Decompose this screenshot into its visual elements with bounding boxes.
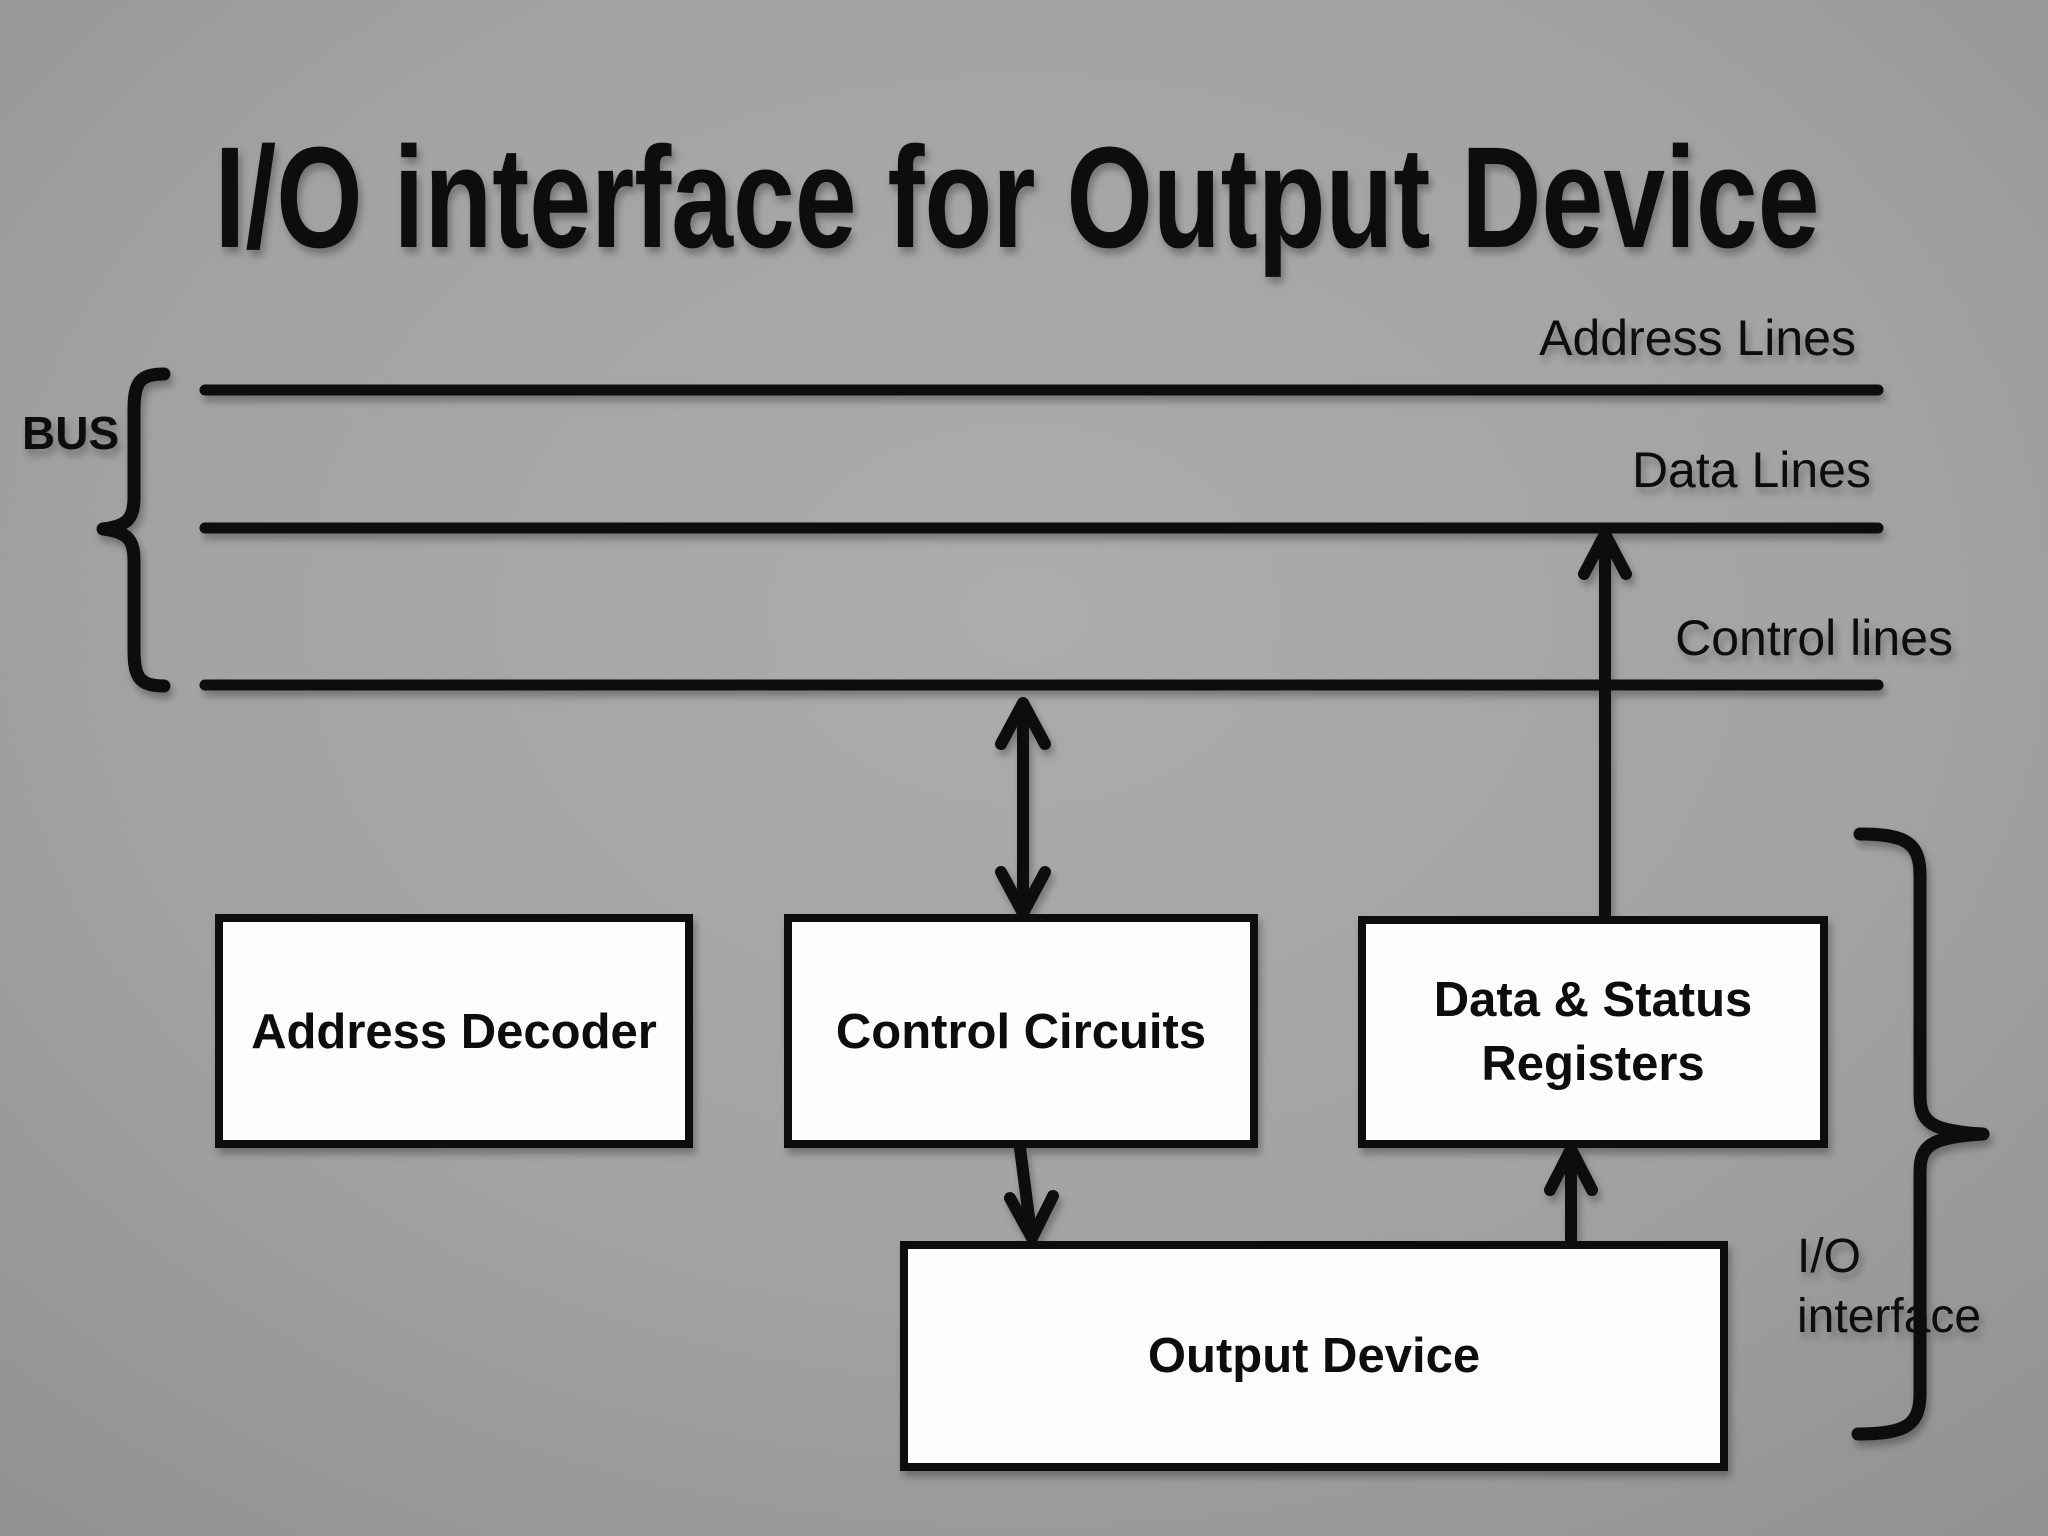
io-interface-brace [1851,827,1990,1441]
bus-label: BUS [22,407,119,459]
block-control-circuits: Control Circuits [784,914,1258,1148]
arrow-control-circuits-output-device [1004,1142,1059,1244]
output-device-box [900,1241,1728,1471]
data-status-registers-label-line1: Data & Status [1434,973,1753,1027]
data-status-registers-box [1358,916,1828,1148]
arrow-bus-control-circuits [995,697,1051,919]
bus-brace [96,367,171,693]
io-interface-label-line2: interface [1797,1290,1981,1343]
arrow-up-head [1544,1143,1598,1196]
arrow-up-head [995,697,1051,750]
arrow-down-head [1004,1190,1059,1244]
arrow-down-head [995,866,1051,919]
arrow-registers-data-line [1578,528,1632,922]
address-lines-label: Address Lines [1539,310,1856,366]
block-data-status-registers: Data & Status Registers [1358,916,1828,1148]
block-output-device: Output Device [900,1241,1728,1471]
data-status-registers-label-line2: Registers [1481,1037,1704,1091]
io-interface-label-line1: I/O [1797,1230,1861,1283]
address-decoder-label: Address Decoder [251,1005,657,1059]
address-decoder-box [215,914,693,1148]
data-lines-label: Data Lines [1632,442,1871,498]
slide-title: I/O interface for Output Device [215,117,1820,278]
output-device-label: Output Device [1148,1329,1480,1383]
arrow-output-device-registers [1544,1143,1598,1248]
control-circuits-box [784,914,1258,1148]
block-address-decoder: Address Decoder [215,914,693,1148]
control-lines-label: Control lines [1675,610,1953,666]
arrow-up-head [1578,528,1632,580]
control-circuits-label: Control Circuits [836,1005,1206,1059]
